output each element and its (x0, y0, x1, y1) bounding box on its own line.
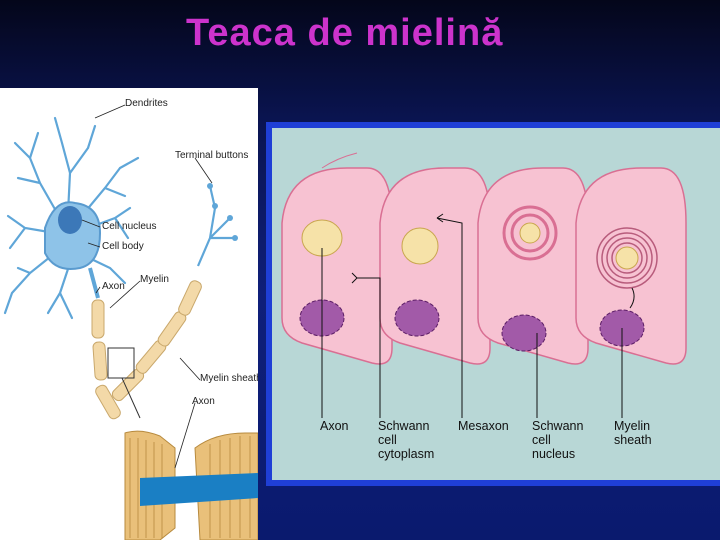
tube-2 (380, 168, 490, 364)
slide-title: Teaca de mielină (186, 12, 503, 55)
magnify-box (108, 348, 134, 378)
caption-myelin-sheath: Myelin sheath (614, 419, 652, 447)
caption-schwann-cytoplasm: Schwann cell cytoplasm (378, 419, 434, 461)
label-axon-zoom: Axon (192, 396, 215, 407)
label-terminal-buttons: Terminal buttons (175, 150, 248, 161)
label-myelin-sheath: Myelin sheath (200, 373, 258, 384)
myelin-segments (92, 279, 203, 420)
caption-line: cell (532, 433, 583, 447)
caption-line: sheath (614, 433, 652, 447)
caption-axon: Axon (320, 419, 349, 433)
terminal-buttons-drawing (198, 186, 235, 266)
caption-mesaxon: Mesaxon (458, 419, 509, 433)
caption-line: nucleus (532, 447, 583, 461)
label-myelin: Myelin (140, 274, 169, 285)
cell-nucleus-shape (58, 206, 82, 234)
zoomed-myelin (125, 431, 258, 540)
tube-1 (282, 153, 392, 364)
caption-schwann-nucleus: Schwann cell nucleus (532, 419, 583, 461)
neuron-figure: Dendrites Terminal buttons Cell nucleus … (0, 88, 258, 540)
label-dendrites: Dendrites (125, 98, 168, 109)
caption-line: cell (378, 433, 434, 447)
caption-line: Schwann (378, 419, 434, 433)
caption-line: Myelin (614, 419, 652, 433)
caption-line: Schwann (532, 419, 583, 433)
schwann-figure: Axon Schwann cell cytoplasm Mesaxon Schw… (272, 128, 720, 480)
tube-4 (576, 168, 686, 364)
label-cell-body: Cell body (102, 241, 144, 252)
tube-3 (478, 168, 588, 364)
label-cell-nucleus: Cell nucleus (102, 221, 156, 232)
caption-line: cytoplasm (378, 447, 434, 461)
label-axon: Axon (102, 281, 125, 292)
